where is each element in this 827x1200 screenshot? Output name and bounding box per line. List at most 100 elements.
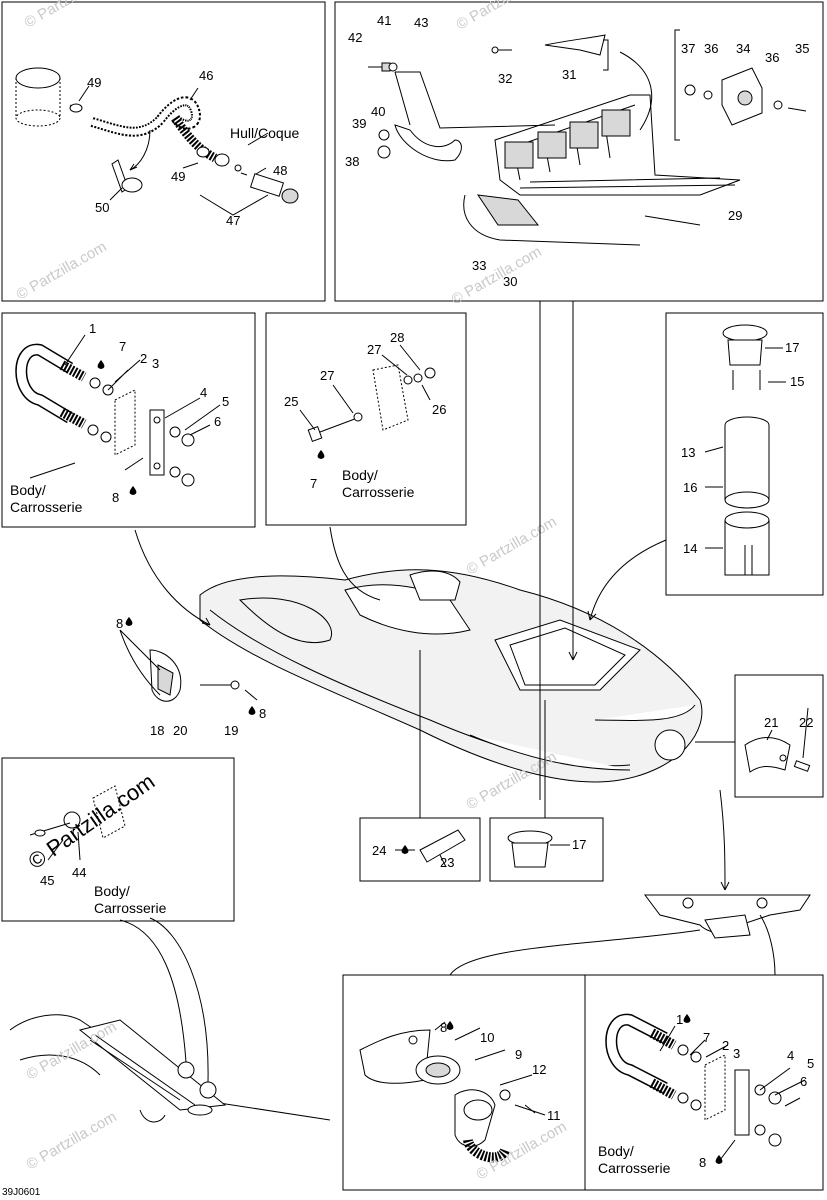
callout-17-top: 17 xyxy=(785,340,799,355)
callout-7-left: 7 xyxy=(119,339,126,354)
carrosserie-label-3: Carrosserie xyxy=(94,900,167,916)
callout-13: 13 xyxy=(681,445,695,460)
hull-fitting-part xyxy=(240,172,299,204)
hull-coque-label: Hull/Coque xyxy=(230,125,299,141)
fastener-41-part xyxy=(368,62,398,72)
carrosserie-label-4: Carrosserie xyxy=(598,1160,671,1176)
body-label-2: Body/ xyxy=(342,467,378,483)
leader-lines-top xyxy=(394,71,556,129)
body-label-4: Body/ xyxy=(598,1143,634,1159)
callout-26: 26 xyxy=(432,402,446,417)
watermark-5: © Partzilla.com xyxy=(464,513,560,578)
callout-8-drain: 8 xyxy=(116,616,123,631)
callout-6-right: 6 xyxy=(800,1074,807,1089)
drop-icon xyxy=(401,845,409,854)
callout-47: 47 xyxy=(226,213,240,228)
callout-32: 32 xyxy=(498,71,512,86)
drop-icon xyxy=(125,617,133,626)
sealant-drop-icons xyxy=(97,360,723,1164)
callout-28: 28 xyxy=(390,330,404,345)
callout-5-left: 5 xyxy=(222,394,229,409)
leader-curve xyxy=(619,51,653,131)
callout-14: 14 xyxy=(683,541,697,556)
callout-34: 34 xyxy=(736,41,750,56)
callout-37: 37 xyxy=(681,41,695,56)
callout-2-right: 2 xyxy=(722,1038,729,1053)
bracket-31 xyxy=(603,39,609,71)
panel-grommet: 45 44 Body/ Carrosserie © Partzilla.com xyxy=(1,757,235,922)
callout-40: 40 xyxy=(371,104,385,119)
callout-35: 35 xyxy=(795,41,809,56)
hull-leader xyxy=(247,132,269,146)
callout-22: 22 xyxy=(799,715,813,730)
callout-21: 21 xyxy=(764,715,778,730)
bracket-47 xyxy=(199,194,269,216)
watermark-7: © Partzilla.com xyxy=(24,1018,120,1083)
bolt-25-part xyxy=(307,367,436,442)
callout-3-right: 3 xyxy=(733,1046,740,1061)
callout-19: 19 xyxy=(224,723,238,738)
callout-27-top: 27 xyxy=(367,342,381,357)
panel-tow-eye-left: 1 7 2 3 4 5 6 8 Body/ Carrosserie xyxy=(1,312,256,528)
drop-icon xyxy=(129,486,137,495)
callout-50: 50 xyxy=(95,200,109,215)
drain-plug-left: 8 8 18 20 19 xyxy=(116,616,266,738)
carrosserie-label-1: Carrosserie xyxy=(10,499,83,515)
callout-23: 23 xyxy=(440,855,454,870)
callout-20: 20 xyxy=(173,723,187,738)
callout-17-small: 17 xyxy=(572,837,586,852)
callout-3-left: 3 xyxy=(152,356,159,371)
callout-49-top: 49 xyxy=(87,75,101,90)
callout-2-left: 2 xyxy=(140,351,147,366)
callout-38: 38 xyxy=(345,154,359,169)
drop-icon xyxy=(248,706,256,715)
watermark-8: © Partzilla.com xyxy=(24,1108,120,1173)
callout-45: 45 xyxy=(40,873,54,888)
panel-tow-eye-right: 1 7 2 3 4 5 6 8 Body/ Carrosserie xyxy=(598,1012,814,1176)
drop-icon xyxy=(317,450,325,459)
callout-11: 11 xyxy=(547,1108,561,1123)
drop-icon xyxy=(683,1014,691,1023)
cup-holder-part xyxy=(722,324,770,576)
bracket-34-part xyxy=(684,67,807,126)
callout-10: 10 xyxy=(480,1030,494,1045)
callout-44: 44 xyxy=(72,865,86,880)
latch-part xyxy=(377,124,462,162)
hose-part xyxy=(90,96,218,162)
net-part xyxy=(463,194,701,246)
callout-42: 42 xyxy=(348,30,362,45)
callout-8-right: 8 xyxy=(699,1155,706,1170)
panel-hose: 49 46 Hull/Coque 48 49 50 47 © Partzilla… xyxy=(1,0,326,303)
callout-8-bolt: 8 xyxy=(259,706,266,721)
boat-hull: © Partzilla.com © Partzilla.com xyxy=(199,513,703,813)
panel-cup-small: 17 xyxy=(489,817,604,882)
callout-7-right: 7 xyxy=(703,1030,710,1045)
panel-cup-holder: 17 15 13 16 14 xyxy=(665,312,824,596)
u-bolt-part xyxy=(15,343,195,487)
body-label-3: Body/ xyxy=(94,883,130,899)
callout-30: 30 xyxy=(503,274,517,289)
callout-29: 29 xyxy=(728,208,742,223)
panel-tube: 24 23 xyxy=(359,817,481,882)
callout-36-top: 36 xyxy=(704,41,718,56)
callout-6-left: 6 xyxy=(214,414,221,429)
drop-icon xyxy=(446,1021,454,1030)
callout-46: 46 xyxy=(199,68,213,83)
callout-24: 24 xyxy=(372,843,386,858)
callout-16: 16 xyxy=(683,480,697,495)
panel-drain-bottom: 8 10 9 12 11 © Partzilla.com xyxy=(342,974,824,1191)
callout-12: 12 xyxy=(532,1062,546,1077)
callout-39: 39 xyxy=(352,116,366,131)
connector-lines xyxy=(134,301,735,818)
hose-clamps-part xyxy=(129,129,242,172)
drop-icon xyxy=(97,360,105,369)
callout-8-drain-bottom: 8 xyxy=(440,1020,447,1035)
callout-36-right: 36 xyxy=(765,50,779,65)
panel-clamp: 21 22 xyxy=(734,674,824,798)
panel-storage-bin: 41 43 42 32 31 37 36 34 35 36 40 39 38 2… xyxy=(334,0,824,308)
callout-7-mid: 7 xyxy=(310,476,317,491)
hose-fitting-part xyxy=(15,67,83,127)
diagram-code: 39J0601 xyxy=(2,1187,41,1198)
callout-4-left: 4 xyxy=(200,385,207,400)
